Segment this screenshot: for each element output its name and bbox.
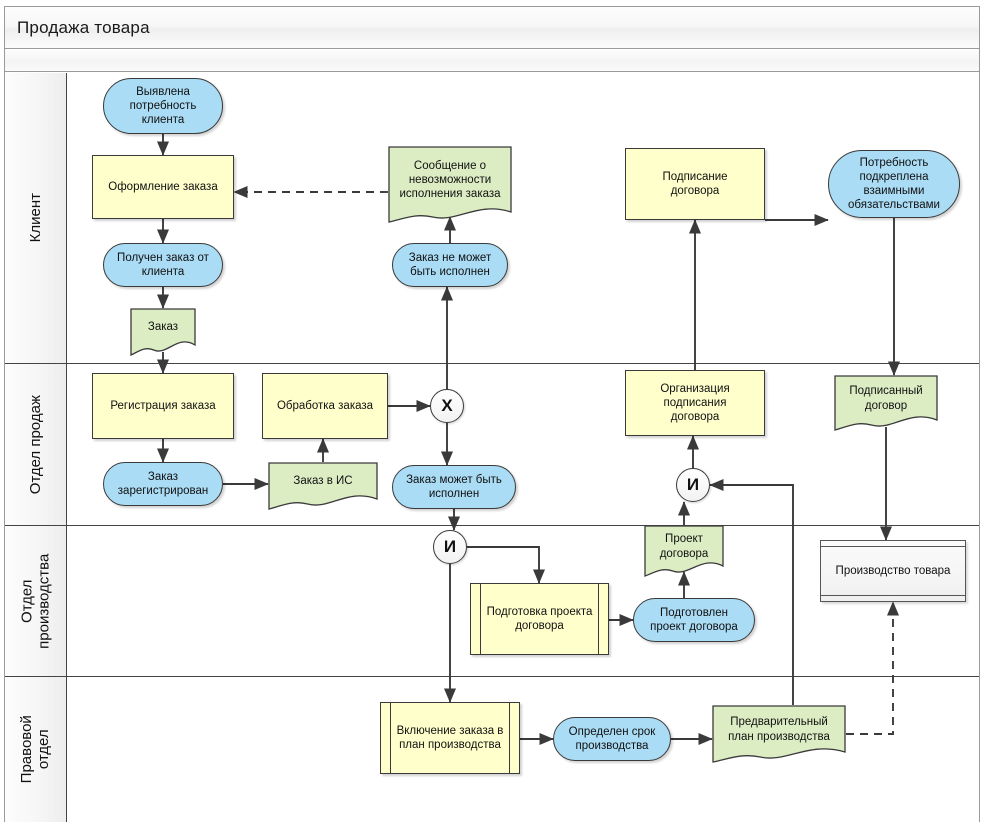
node-label: Заказ не может быть исполнен (408, 251, 492, 278)
gateway-operator-label: И (443, 536, 457, 556)
node-label: Оформление заказа (108, 180, 218, 193)
node-n22-group[interactable]: Производство товара (820, 540, 966, 602)
node-n10-event[interactable]: Заказ зарегистрирован (103, 462, 223, 506)
node-n21-document[interactable]: Проект договора (644, 525, 724, 577)
node-label: Подписание договора (662, 170, 728, 197)
node-n5-document[interactable]: Сообщение о невозможности исполнения зак… (388, 146, 512, 223)
node-label: Получен заказ от клиента (117, 251, 209, 278)
node-n17-gateway[interactable]: И (676, 468, 710, 502)
node-label: Заказ может быть исполнен (406, 473, 502, 500)
node-label: Регистрация заказа (110, 399, 216, 412)
node-n13-gateway[interactable]: X (430, 389, 464, 423)
node-label: Проект договора (659, 533, 709, 560)
gateway-operator-label: И (686, 474, 700, 494)
node-label: Организация подписания договора (660, 382, 730, 423)
page-title: Продажа товара (17, 17, 150, 37)
node-label: Предварительный план производства (728, 716, 830, 743)
node-n20-event[interactable]: Подготовлен проект договора (633, 598, 755, 642)
node-n24-event[interactable]: Определен срок производства (553, 717, 671, 761)
node-n1-event[interactable]: Выявлена потребность клиента (103, 78, 223, 134)
lane-label: Клиент (26, 193, 44, 243)
node-n14-event[interactable]: Заказ может быть исполнен (392, 465, 516, 509)
node-n12-document[interactable]: Заказ в ИС (268, 462, 378, 510)
node-n4-document[interactable]: Заказ (130, 308, 196, 356)
node-label: Выявлена потребность клиента (129, 85, 197, 126)
node-n3-event[interactable]: Получен заказ от клиента (103, 243, 223, 287)
node-label: Заказ в ИС (293, 475, 353, 488)
node-label: Сообщение о невозможности исполнения зак… (399, 159, 501, 200)
gateway-operator-label: X (441, 395, 453, 415)
node-label: Подготовка проекта договора (486, 605, 593, 632)
node-n9-function[interactable]: Регистрация заказа (92, 373, 234, 439)
node-label: Определен срок производства (568, 725, 656, 752)
title-bar: Продажа товара (5, 7, 979, 49)
node-label: Производство товара (835, 564, 951, 577)
node-n25-document[interactable]: Предварительный план производства (712, 705, 846, 763)
node-n15-function[interactable]: Организация подписания договора (625, 370, 765, 436)
document-shape-icon (712, 705, 846, 763)
node-label: Подготовлен проект договора (650, 606, 738, 633)
document-shape-icon (834, 375, 938, 431)
node-n16-document[interactable]: Подписанный договор (834, 375, 938, 431)
lane-header-client: Клиент (5, 73, 67, 363)
sub-header-bar (5, 50, 979, 72)
node-n11-function[interactable]: Обработка заказа (262, 373, 388, 439)
node-n19-subprocess[interactable]: Подготовка проекта договора (470, 583, 609, 655)
node-n18-gateway[interactable]: И (433, 530, 467, 564)
node-label: Заказ (147, 321, 179, 334)
node-n6-event[interactable]: Заказ не может быть исполнен (392, 243, 508, 287)
node-label: Подписанный договор (849, 385, 923, 412)
node-n2-function[interactable]: Оформление заказа (92, 155, 234, 219)
document-shape-icon (130, 308, 196, 356)
node-label: Обработка заказа (276, 399, 374, 412)
lane-label: Отдел продаж (26, 394, 44, 495)
node-n8-event[interactable]: Потребность подкреплена взаимными обязат… (828, 150, 960, 218)
node-label: Включение заказа в план производства (396, 724, 504, 751)
node-label: Потребность подкреплена взаимными обязат… (848, 156, 940, 212)
node-n23-subprocess[interactable]: Включение заказа в план производства (380, 702, 520, 774)
document-shape-icon (388, 146, 512, 223)
node-n7-function[interactable]: Подписание договора (625, 148, 765, 220)
document-shape-icon (268, 462, 378, 510)
node-label: Заказ зарегистрирован (117, 470, 209, 497)
lane-header-sales: Отдел продаж (5, 364, 67, 525)
